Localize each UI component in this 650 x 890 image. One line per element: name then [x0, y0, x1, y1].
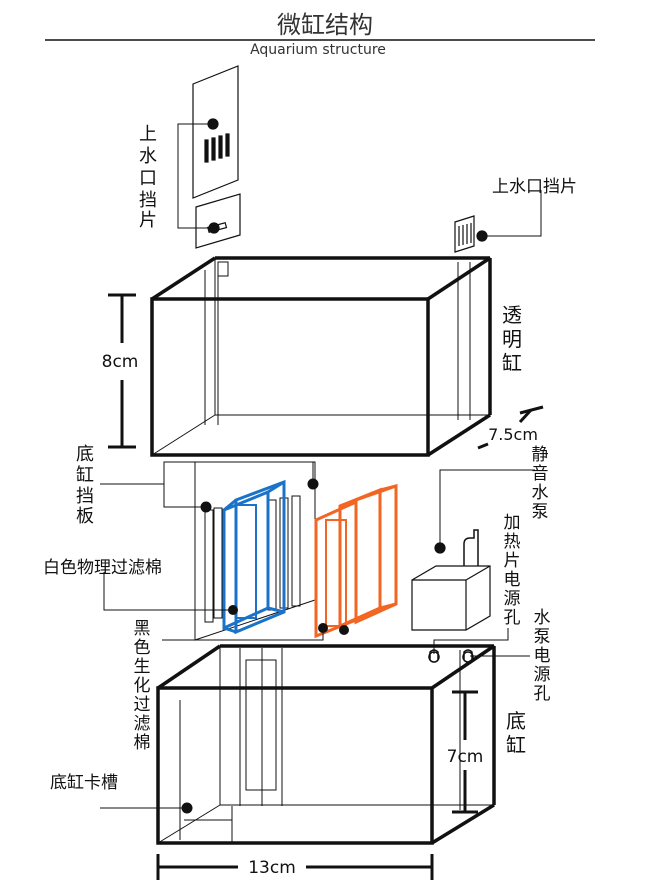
svg-text:色: 色: [134, 638, 151, 658]
bottom-baffle-leader: [100, 461, 314, 508]
svg-text:水: 水: [139, 146, 157, 167]
svg-text:片: 片: [504, 551, 521, 571]
svg-text:挡: 挡: [76, 486, 94, 507]
svg-text:加: 加: [504, 513, 521, 533]
depth-7-5cm-label: 7.5cm: [488, 425, 538, 444]
black-filter-label: 黑 色 生 化 过 滤 棉: [134, 619, 151, 753]
black-filter-leader: [162, 628, 324, 641]
svg-text:板: 板: [76, 506, 94, 527]
svg-text:热: 热: [504, 532, 521, 552]
svg-text:泵: 泵: [532, 502, 549, 522]
white-filter-sponge: [222, 479, 286, 635]
svg-text:孔: 孔: [534, 684, 551, 704]
top-cover-plate-label-vertical: 上 水 口 挡 片: [139, 124, 157, 231]
svg-text:明: 明: [502, 327, 522, 351]
svg-text:透: 透: [502, 303, 522, 327]
svg-text:电: 电: [504, 570, 521, 590]
width-13cm-label: 13cm: [248, 858, 296, 878]
svg-text:水: 水: [534, 608, 551, 628]
svg-text:挡: 挡: [139, 190, 157, 211]
svg-text:水: 水: [532, 483, 549, 503]
right-cover-plate-label: 上水口挡片: [492, 177, 577, 197]
small-cover-plate: [195, 193, 241, 249]
diagram-subtitle: Aquarium structure: [250, 42, 386, 58]
silent-pump: [411, 529, 491, 631]
heater-hole-label: 加 热 片 电 源 孔: [504, 513, 521, 628]
svg-text:孔: 孔: [504, 608, 521, 628]
svg-text:源: 源: [534, 665, 551, 685]
top-cover-plate: [192, 65, 239, 199]
svg-text:泵: 泵: [534, 627, 551, 647]
heater-hole-leader: [433, 628, 509, 654]
black-filter-sponge: [314, 483, 398, 639]
height-7cm-label: 7cm: [447, 747, 484, 767]
silent-pump-label: 静 音 水 泵: [532, 445, 549, 522]
svg-text:底: 底: [76, 444, 94, 465]
depth-marker: [477, 405, 544, 450]
bottom-slot-label: 底缸卡槽: [50, 772, 118, 793]
svg-text:缸: 缸: [502, 351, 522, 375]
black-filter-dot-2: [339, 625, 349, 635]
svg-text:电: 电: [534, 646, 551, 666]
svg-text:上: 上: [139, 124, 157, 145]
top-plate-leader: [177, 123, 214, 229]
white-filter-leader: [103, 572, 233, 611]
svg-text:缸: 缸: [506, 733, 526, 757]
svg-text:底: 底: [506, 709, 526, 733]
height-8cm-label: 8cm: [102, 352, 139, 372]
pump-power-hole-label: 水 泵 电 源 孔: [534, 608, 551, 704]
svg-text:化: 化: [134, 676, 151, 696]
svg-text:源: 源: [504, 589, 521, 609]
clear-tank-label: 透 明 缸: [502, 303, 522, 375]
height-7cm-marker: [452, 690, 478, 814]
diagram-title: 微缸结构: [277, 11, 373, 39]
white-filter-label: 白色物理过滤棉: [43, 558, 162, 578]
svg-text:黑: 黑: [134, 619, 151, 639]
bottom-tank: [156, 644, 496, 845]
right-plate-leader: [482, 190, 542, 237]
svg-text:滤: 滤: [134, 714, 151, 734]
svg-text:过: 过: [134, 695, 151, 715]
right-cover-grate: [454, 215, 488, 253]
svg-text:片: 片: [139, 210, 157, 231]
bottom-baffle-label: 底 缸 挡 板: [76, 444, 94, 527]
clear-tank: [150, 256, 492, 457]
svg-text:生: 生: [134, 657, 151, 677]
width-13cm-marker: [156, 854, 434, 880]
svg-text:口: 口: [139, 168, 157, 189]
svg-text:静: 静: [532, 445, 549, 465]
bottom-tank-label: 底 缸: [506, 709, 526, 757]
svg-text:音: 音: [532, 464, 549, 484]
svg-text:棉: 棉: [134, 733, 151, 753]
height-8cm-marker: [108, 293, 136, 449]
silent-pump-leader: [439, 469, 535, 548]
svg-text:缸: 缸: [76, 464, 94, 486]
